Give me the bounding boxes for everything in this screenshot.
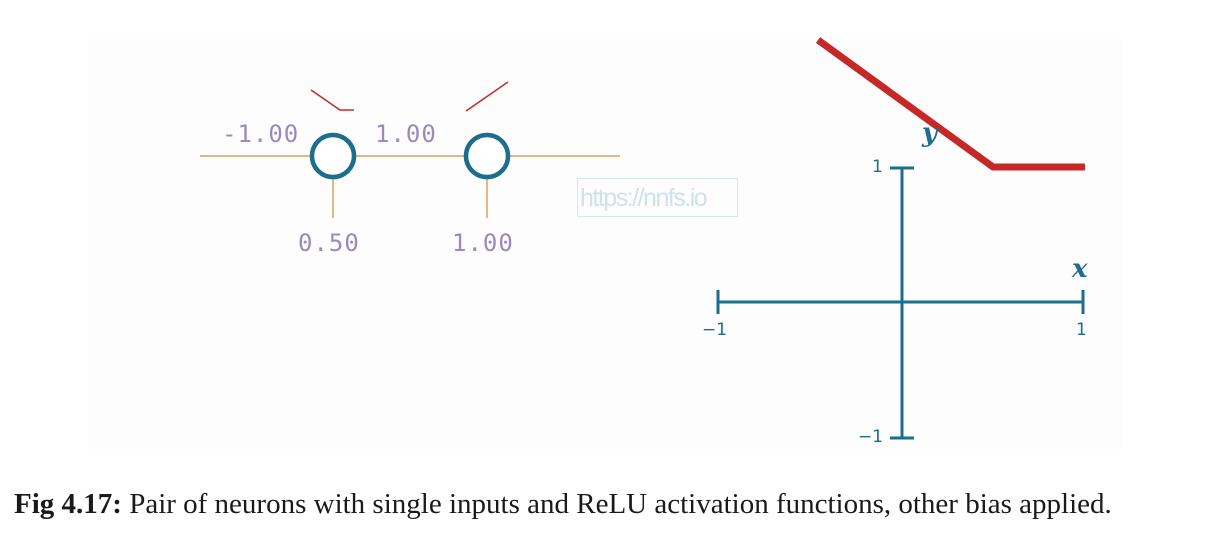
- neuron-2-weight: 1.00: [375, 120, 437, 148]
- neuron-1-bias: 0.50: [298, 229, 360, 257]
- caption-label: Fig 4.17:: [14, 488, 122, 520]
- activation-glyph-2: [465, 81, 509, 112]
- watermark: https://nnfs.io: [580, 184, 708, 212]
- neuron-2-bias: 1.00: [452, 229, 514, 257]
- x-max-label: 1: [1076, 320, 1087, 340]
- y-min-label: −1: [858, 427, 884, 447]
- figure-panel: [88, 38, 1123, 450]
- figure-caption: Fig 4.17: Pair of neurons with single in…: [14, 488, 1112, 521]
- activation-glyph-1: [310, 89, 354, 111]
- x-min-label: −1: [702, 320, 728, 340]
- watermark-box: [577, 178, 738, 217]
- x-axis-label: x: [1072, 254, 1088, 284]
- y-max-label: 1: [872, 157, 883, 177]
- neuron-2: [463, 132, 511, 180]
- caption-text: Pair of neurons with single inputs and R…: [121, 488, 1112, 520]
- neuron-1-weight: -1.00: [222, 120, 300, 148]
- y-axis-label: y: [922, 118, 938, 148]
- relu-curve: [815, 37, 1085, 171]
- neuron-1: [309, 132, 357, 180]
